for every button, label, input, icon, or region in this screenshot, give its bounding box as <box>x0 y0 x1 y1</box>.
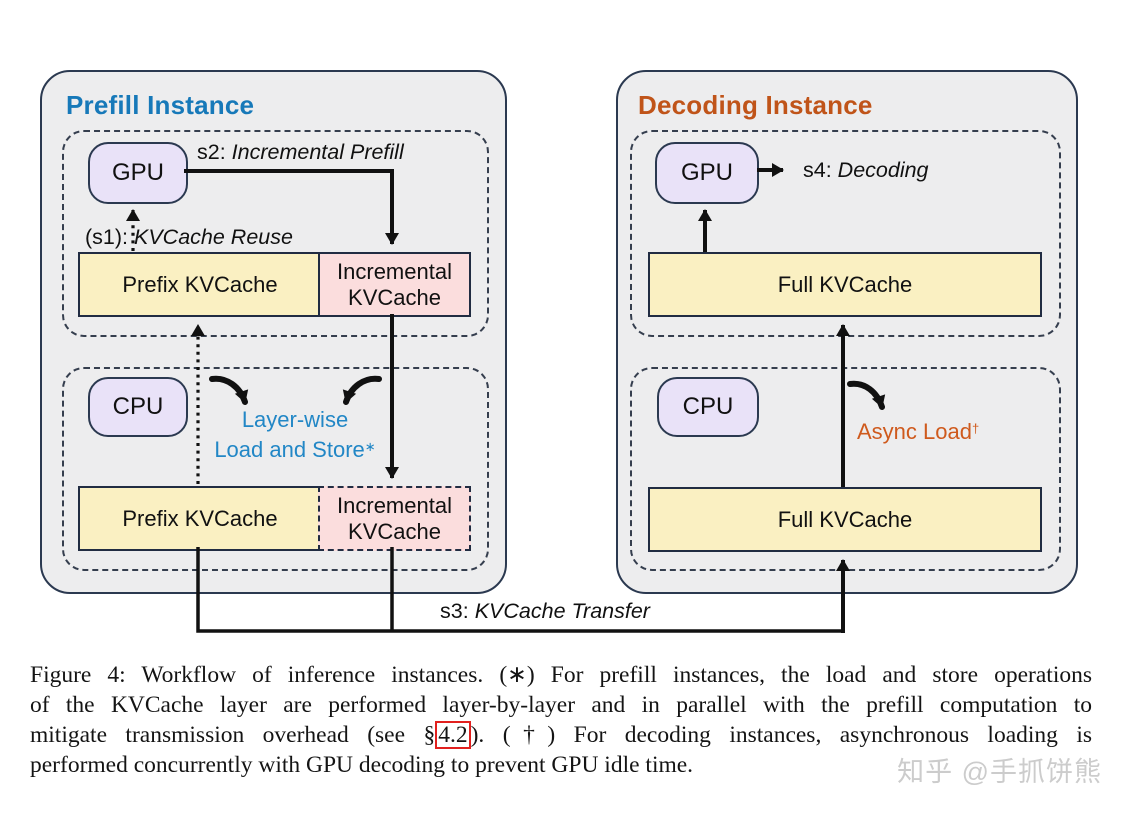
prefill-instance-title: Prefill Instance <box>66 90 255 120</box>
s1-prefix: (s1): <box>85 225 128 249</box>
caption-line-4: performed concurrently with GPU decoding… <box>30 752 694 778</box>
layerwise-line2-text: Load and Store <box>214 437 365 462</box>
decoding-gpu-label: GPU <box>680 159 733 186</box>
prefill-cpu-incremental-kvcache: Incremental KVCache <box>318 486 471 551</box>
layerwise-line1: Layer-wise <box>241 407 349 432</box>
decoding-gpu-full-kvcache: Full KVCache <box>648 252 1042 317</box>
caption-line-3: mitigate transmission overhead (see §4.2… <box>30 720 1092 750</box>
prefill-cpu-chip: CPU <box>88 377 188 437</box>
figure-caption: Figure 4: Workflow of inference instance… <box>30 660 1092 780</box>
caption-line-2: of the KVCache layer are performed layer… <box>30 692 1092 718</box>
decoding-instance-title: Decoding Instance <box>638 90 873 120</box>
caption-line-3-post: ). (†) For decoding instances, asynchron… <box>470 722 1093 748</box>
prefill-gpu-incremental-kvcache: Incremental KVCache <box>318 252 471 317</box>
asterisk-mark: ∗ <box>364 439 376 454</box>
decoding-cpu-full-kvcache: Full KVCache <box>648 487 1042 552</box>
prefill-gpu-label: GPU <box>111 159 164 186</box>
zhihu-watermark: 知乎 @手抓饼熊 <box>897 757 1102 787</box>
caption-line-3-pre: mitigate transmission overhead (see § <box>30 722 436 748</box>
s3-text: KVCache Transfer <box>474 599 650 623</box>
incremental-kvcache-label: Incremental KVCache <box>337 258 452 310</box>
prefill-cpu-label: CPU <box>112 393 164 420</box>
prefill-gpu-chip: GPU <box>88 142 188 204</box>
decoding-cpu-chip: CPU <box>657 377 759 437</box>
s3-prefix: s3: <box>440 599 469 623</box>
s2-step-label: s2: Incremental Prefill <box>197 140 404 165</box>
prefill-gpu-region <box>62 130 489 337</box>
prefill-cpu-prefix-kvcache: Prefix KVCache <box>78 486 322 551</box>
s4-prefix: s4: <box>803 158 832 182</box>
async-load-label: Async Load† <box>857 419 979 445</box>
caption-line-1: Figure 4: Workflow of inference instance… <box>30 662 1092 688</box>
full-kvcache-label: Full KVCache <box>777 271 913 297</box>
s4-text: Decoding <box>837 158 929 182</box>
s1-step-label: (s1): KVCache Reuse <box>85 225 293 250</box>
layerwise-load-store-label: Layer-wise Load and Store∗ <box>199 406 391 463</box>
s4-step-label: s4: Decoding <box>803 158 929 183</box>
s2-prefix: s2: <box>197 140 226 164</box>
prefix-kvcache-label: Prefix KVCache <box>122 271 278 297</box>
decoding-cpu-label: CPU <box>682 393 734 420</box>
s1-text: KVCache Reuse <box>133 225 293 249</box>
section-4-2-reference-link[interactable]: 4.2 <box>435 721 471 749</box>
incremental-kvcache-label: Incremental KVCache <box>337 492 452 544</box>
prefill-gpu-prefix-kvcache: Prefix KVCache <box>78 252 322 317</box>
decoding-gpu-region <box>630 130 1061 337</box>
dagger-mark: † <box>971 421 980 436</box>
s2-text: Incremental Prefill <box>231 140 404 164</box>
prefix-kvcache-label: Prefix KVCache <box>122 505 278 531</box>
decoding-gpu-chip: GPU <box>655 142 759 204</box>
layerwise-line2: Load and Store∗ <box>199 433 391 463</box>
s3-step-label: s3: KVCache Transfer <box>420 599 670 624</box>
async-load-text: Async Load <box>857 419 972 444</box>
full-kvcache-label: Full KVCache <box>777 506 913 532</box>
